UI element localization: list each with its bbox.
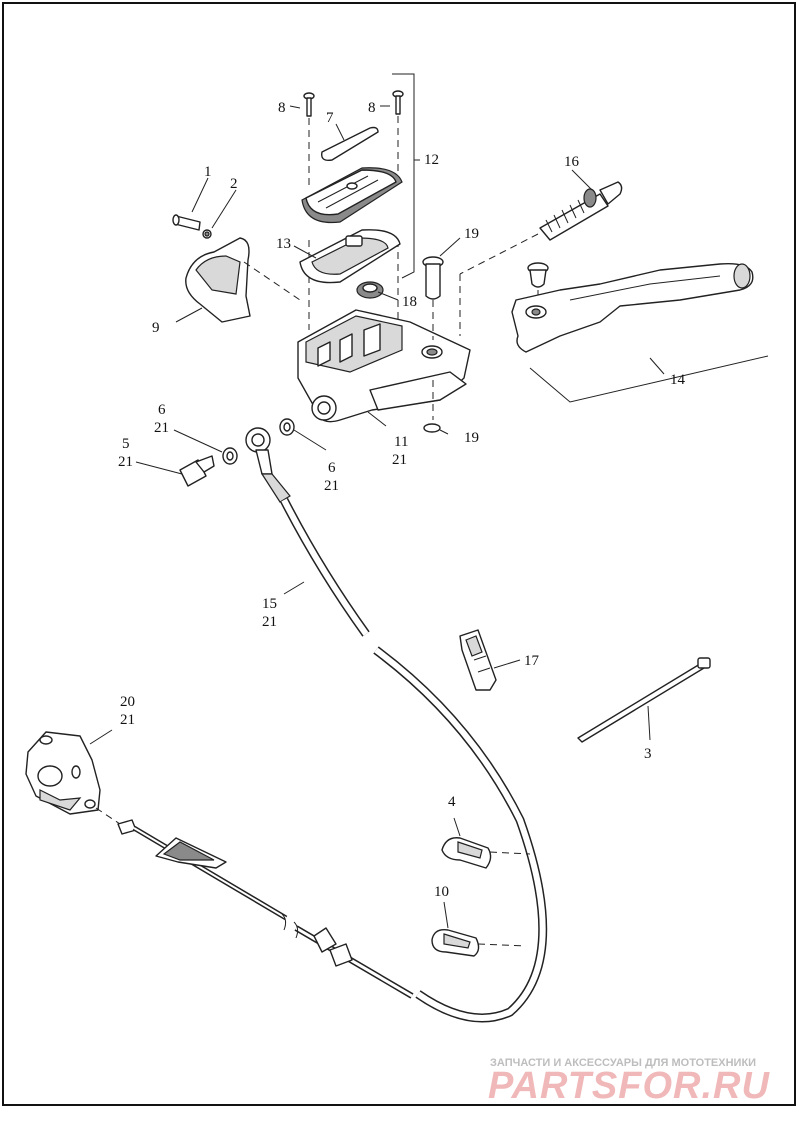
sight-glass-18	[356, 281, 384, 299]
watermark-brand: PARTSFOR.RU	[488, 1065, 770, 1107]
cover-gasket-7	[321, 126, 379, 162]
banjo-bolt-5	[179, 455, 215, 487]
crush-washer-6-left	[222, 447, 238, 465]
clutch-cable	[117, 819, 414, 999]
callout-6b-21: 21	[324, 478, 339, 494]
callout-2: 2	[230, 176, 238, 192]
diagram-border	[2, 2, 796, 1106]
callout-9: 9	[152, 320, 160, 336]
cable-strap-3	[577, 657, 711, 743]
callout-8b: 8	[368, 100, 376, 116]
callout-6a-21: 21	[154, 420, 169, 436]
callout-12: 12	[424, 152, 439, 168]
callout-20-21: 21	[120, 712, 135, 728]
callout-18: 18	[402, 294, 417, 310]
callout-5-21: 21	[118, 454, 133, 470]
reservoir-cover-12	[301, 167, 403, 224]
hose-clip-4	[441, 837, 492, 869]
leader-lines	[89, 105, 665, 929]
banjo-fitting	[245, 427, 291, 503]
callout-8a: 8	[278, 100, 286, 116]
callout-20: 20	[120, 694, 135, 710]
callout-14: 14	[670, 372, 686, 388]
callout-19b: 19	[464, 430, 479, 446]
screw-1	[172, 214, 201, 231]
callout-3: 3	[644, 746, 652, 762]
hydraulic-hose-15	[279, 497, 548, 1023]
master-cylinder-body-11	[297, 309, 471, 423]
hose-clip-17	[459, 629, 497, 691]
callout-5: 5	[122, 436, 130, 452]
callout-11-21: 21	[392, 452, 407, 468]
callout-7: 7	[326, 110, 334, 126]
watermark: ЗАПЧАСТИ И АКСЕССУАРЫ ДЛЯ МОТОТЕХНИКИ PA…	[488, 1057, 770, 1107]
screw-8-left	[303, 92, 315, 117]
callout-16: 16	[564, 154, 580, 170]
lever-bushing	[527, 262, 549, 288]
hose-clip-10	[431, 929, 480, 957]
callout-19a: 19	[464, 226, 479, 242]
screw-8-right	[392, 90, 404, 115]
pivot-pin-19	[422, 256, 444, 300]
diaphragm-13	[299, 229, 401, 284]
piston-assembly-16	[539, 181, 623, 241]
callout-4: 4	[448, 794, 456, 810]
watermark-tagline: ЗАПЧАСТИ И АКСЕССУАРЫ ДЛЯ МОТОТЕХНИКИ	[490, 1057, 756, 1069]
retaining-clip-19	[423, 423, 441, 433]
washer-2	[202, 229, 212, 239]
callout-11: 11	[394, 434, 408, 450]
callout-6a: 6	[158, 402, 166, 418]
callout-15-21: 21	[262, 614, 277, 630]
callout-6b: 6	[328, 460, 336, 476]
callout-labels: 1 2 3 4 5 21 6 21 6 21 7 8 8 9 10 11 21 …	[118, 100, 686, 900]
callout-15: 15	[262, 596, 277, 612]
clutch-lever-14	[511, 262, 754, 353]
release-cover-20	[25, 731, 101, 815]
callout-10: 10	[434, 884, 449, 900]
callout-13: 13	[276, 236, 291, 252]
clamp-9	[185, 237, 251, 323]
callout-1: 1	[204, 164, 212, 180]
callout-17: 17	[524, 653, 540, 669]
crush-washer-6-right	[279, 418, 295, 436]
